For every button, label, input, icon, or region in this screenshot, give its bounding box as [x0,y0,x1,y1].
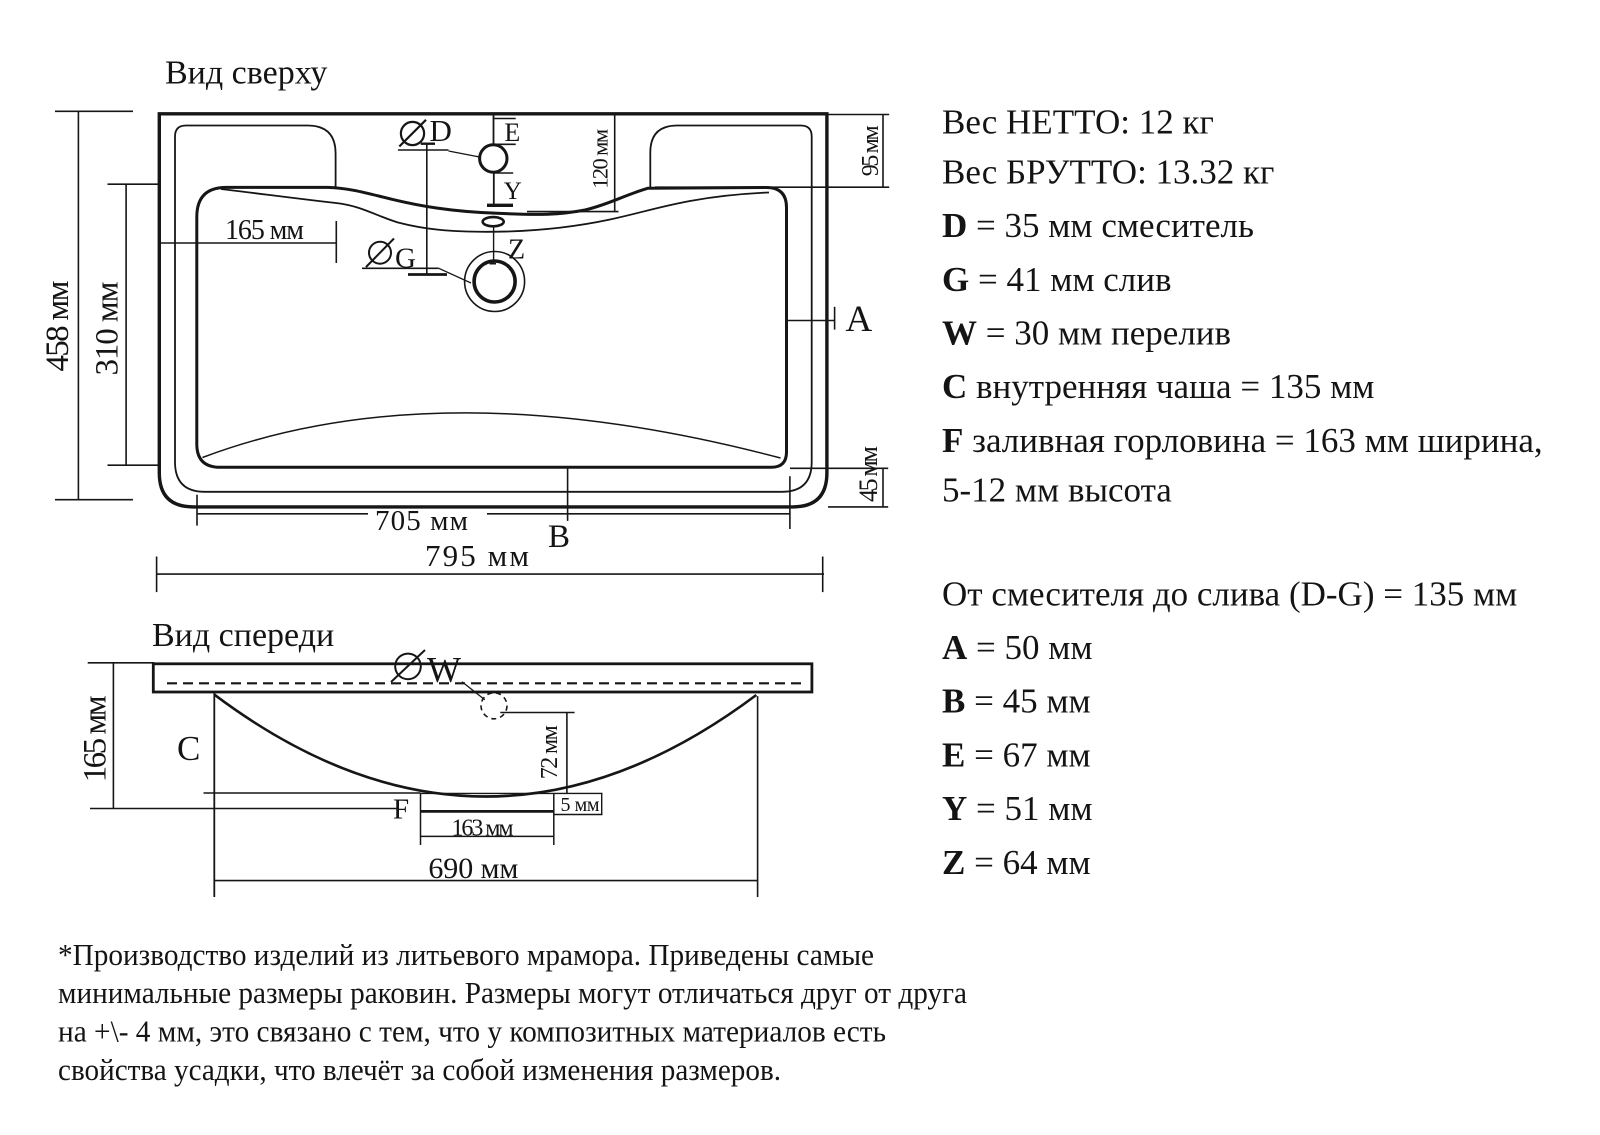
svg-text:F: F [393,794,409,826]
svg-text:G: G [395,243,416,275]
svg-text:310 мм: 310 мм [90,281,126,375]
svg-text:Z: Z [508,235,525,266]
svg-text:D = 35 мм смеситель: D = 35 мм смеситель [942,206,1254,245]
svg-text:45 мм: 45 мм [854,446,883,502]
svg-text:A = 50 мм: A = 50 мм [942,628,1093,667]
svg-text:*Производство изделий из литье: *Производство изделий из литьевого мрамо… [58,937,874,972]
svg-text:минимальные размеры раковин. Р: минимальные размеры раковин. Размеры мог… [58,975,967,1010]
svg-text:458 мм: 458 мм [40,280,76,371]
svg-text:W = 30 мм перелив: W = 30 мм перелив [942,314,1231,353]
svg-text:Y: Y [504,178,522,205]
svg-text:5-12 мм высота: 5-12 мм высота [942,471,1172,510]
svg-text:на +\- 4 мм, это связано с тем: на +\- 4 мм, это связано с тем, что у ко… [58,1014,886,1049]
svg-text:свойства усадки, что влечёт за: свойства усадки, что влечёт за собой изм… [58,1052,781,1087]
svg-text:C: C [177,729,200,768]
svg-text:E = 67 мм: E = 67 мм [942,735,1091,774]
svg-text:A: A [846,299,873,340]
svg-text:W: W [427,650,461,690]
svg-text:690 мм: 690 мм [428,852,518,885]
svg-text:Вид сверху: Вид сверху [165,55,327,92]
svg-text:D: D [430,113,452,148]
svg-text:B: B [548,519,570,555]
svg-text:165 мм: 165 мм [77,695,113,782]
svg-text:120 мм: 120 мм [588,129,613,189]
svg-text:95 мм: 95 мм [858,125,884,176]
svg-text:От смесителя до слива (D-G) =: От смесителя до слива (D-G) = 135 мм [942,574,1517,613]
svg-text:Вес НЕТТО: 12 кг: Вес НЕТТО: 12 кг [942,103,1214,142]
svg-text:Z = 64 мм: Z = 64 мм [942,843,1091,882]
svg-text:Вес БРУТТО: 13.32 кг: Вес БРУТТО: 13.32 кг [942,153,1274,192]
svg-text:795 мм: 795 мм [425,538,529,573]
svg-text:705 мм: 705 мм [375,505,468,537]
svg-text:72 мм: 72 мм [537,725,563,779]
svg-text:C внутренняя чаша = 135 мм: C внутренняя чаша = 135 мм [942,367,1374,406]
svg-text:E: E [504,118,520,147]
svg-text:163 мм: 163 мм [452,816,514,842]
svg-text:Вид спереди: Вид спереди [152,617,334,654]
svg-text:165 мм: 165 мм [225,215,304,246]
svg-text:F заливная горловина = 163 мм: F заливная горловина = 163 мм ширина, [942,421,1543,460]
svg-text:B = 45 мм: B = 45 мм [942,682,1091,721]
svg-text:Y = 51 мм: Y = 51 мм [942,789,1093,828]
svg-text:G = 41 мм слив: G = 41 мм слив [942,260,1172,299]
svg-text:5 мм: 5 мм [561,794,600,816]
